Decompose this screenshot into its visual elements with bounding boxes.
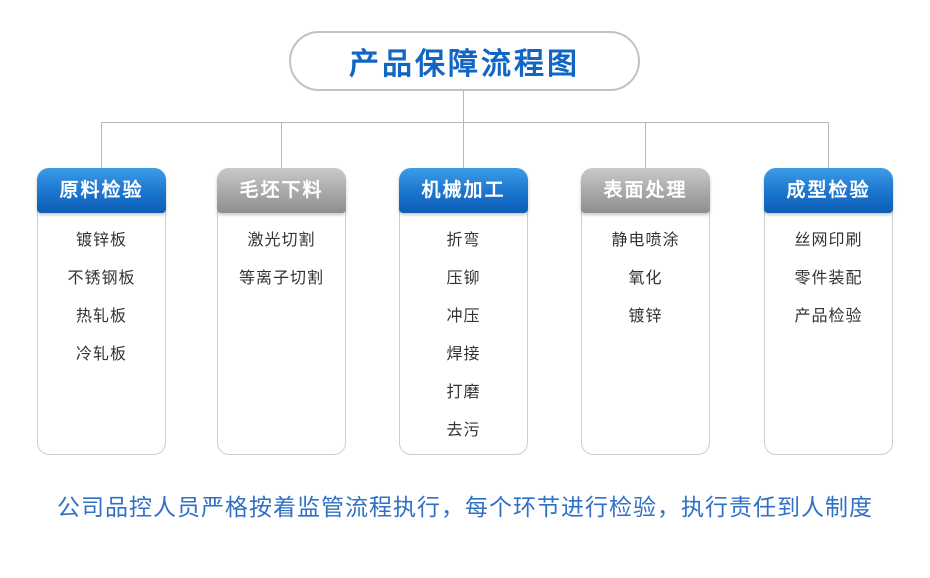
process-item: 去污 <box>446 422 481 439</box>
process-item: 氧化 <box>628 270 663 287</box>
process-item: 镀锌板 <box>75 232 127 249</box>
connector-drop-raw-material <box>101 122 102 168</box>
process-item: 打磨 <box>446 384 481 401</box>
stage-card-machining: 机械加工 折弯 压铆 冲压 焊接 打磨 去污 <box>399 168 528 455</box>
process-item: 零件装配 <box>794 270 863 287</box>
stage-header: 表面处理 <box>581 168 710 213</box>
stage-card-blank-cutting: 毛坯下料 激光切割 等离子切割 <box>217 168 346 455</box>
process-item: 焊接 <box>446 346 481 363</box>
caption-text: 公司品控人员严格按着监管流程执行，每个环节进行检验，执行责任到人制度 <box>57 494 873 520</box>
process-item: 丝网印刷 <box>794 232 863 249</box>
stage-card-surface-treatment: 表面处理 静电喷涂 氧化 镀锌 <box>581 168 710 455</box>
process-item: 热轧板 <box>75 308 127 325</box>
stage-item-list: 丝网印刷 零件装配 产品检验 <box>765 213 892 336</box>
process-item: 折弯 <box>446 232 481 249</box>
connector-drop-surface-treatment <box>645 122 646 168</box>
stage-card-forming-inspection: 成型检验 丝网印刷 零件装配 产品检验 <box>764 168 893 455</box>
stage-item-list: 折弯 压铆 冲压 焊接 打磨 去污 <box>400 213 527 450</box>
stage-header: 成型检验 <box>764 168 893 213</box>
stage-header: 机械加工 <box>399 168 528 213</box>
process-item: 镀锌 <box>628 308 663 325</box>
process-item: 等离子切割 <box>238 270 324 287</box>
stage-header: 原料检验 <box>37 168 166 213</box>
connector-title-drop <box>463 91 464 168</box>
stage-card-raw-material-inspection: 原料检验 镀锌板 不锈钢板 热轧板 冷轧板 <box>37 168 166 455</box>
stage-item-list: 激光切割 等离子切割 <box>218 213 345 298</box>
chart-title-pill: 产品保障流程图 <box>289 31 640 91</box>
process-item: 冲压 <box>446 308 481 325</box>
process-item: 激光切割 <box>247 232 316 249</box>
connector-drop-blank-cutting <box>281 122 282 168</box>
stage-item-list: 静电喷涂 氧化 镀锌 <box>582 213 709 336</box>
process-item: 产品检验 <box>794 308 863 325</box>
stage-item-list: 镀锌板 不锈钢板 热轧板 冷轧板 <box>38 213 165 374</box>
process-item: 压铆 <box>446 270 481 287</box>
process-item: 静电喷涂 <box>611 232 680 249</box>
chart-title: 产品保障流程图 <box>349 48 580 81</box>
process-item: 冷轧板 <box>75 346 127 363</box>
stage-header: 毛坯下料 <box>217 168 346 213</box>
connector-horizontal-trunk <box>101 122 829 123</box>
connector-drop-forming-inspection <box>828 122 829 168</box>
process-item: 不锈钢板 <box>67 270 136 287</box>
